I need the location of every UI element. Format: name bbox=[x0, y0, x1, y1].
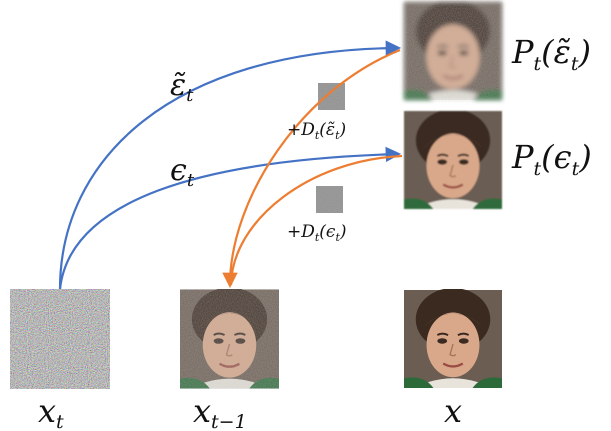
d-top-label: +Dt(ε̃t) bbox=[287, 120, 346, 142]
clean-face-image-x bbox=[404, 289, 502, 389]
eps-tilde-arrow-label: ε̃t bbox=[170, 68, 194, 106]
eps-arrow-label: ϵt bbox=[170, 153, 195, 191]
p-top-label: Pt(ε̃t) bbox=[511, 33, 591, 75]
d-mid-label: +Dt(ϵt) bbox=[287, 222, 347, 244]
xt-minus-1-label: xt−1 bbox=[193, 392, 247, 431]
blue-arrow-to-top-prediction bbox=[58, 40, 402, 290]
prediction-image-top bbox=[404, 2, 502, 100]
p-mid-label: Pt(ϵt) bbox=[511, 138, 592, 180]
xt-label: xt bbox=[38, 392, 64, 431]
x-label: x bbox=[444, 392, 462, 430]
orange-arrow-from-top-prediction bbox=[222, 48, 401, 289]
noise-patch-mid bbox=[316, 186, 343, 213]
orange-arrow-from-mid-prediction bbox=[229, 154, 403, 286]
noise-patch-top bbox=[318, 83, 345, 110]
noisy-face-image-xt-1 bbox=[180, 289, 279, 389]
prediction-image-mid bbox=[404, 111, 502, 209]
noise-image-xt bbox=[10, 289, 110, 389]
blue-arrow-to-mid-prediction bbox=[58, 146, 402, 290]
